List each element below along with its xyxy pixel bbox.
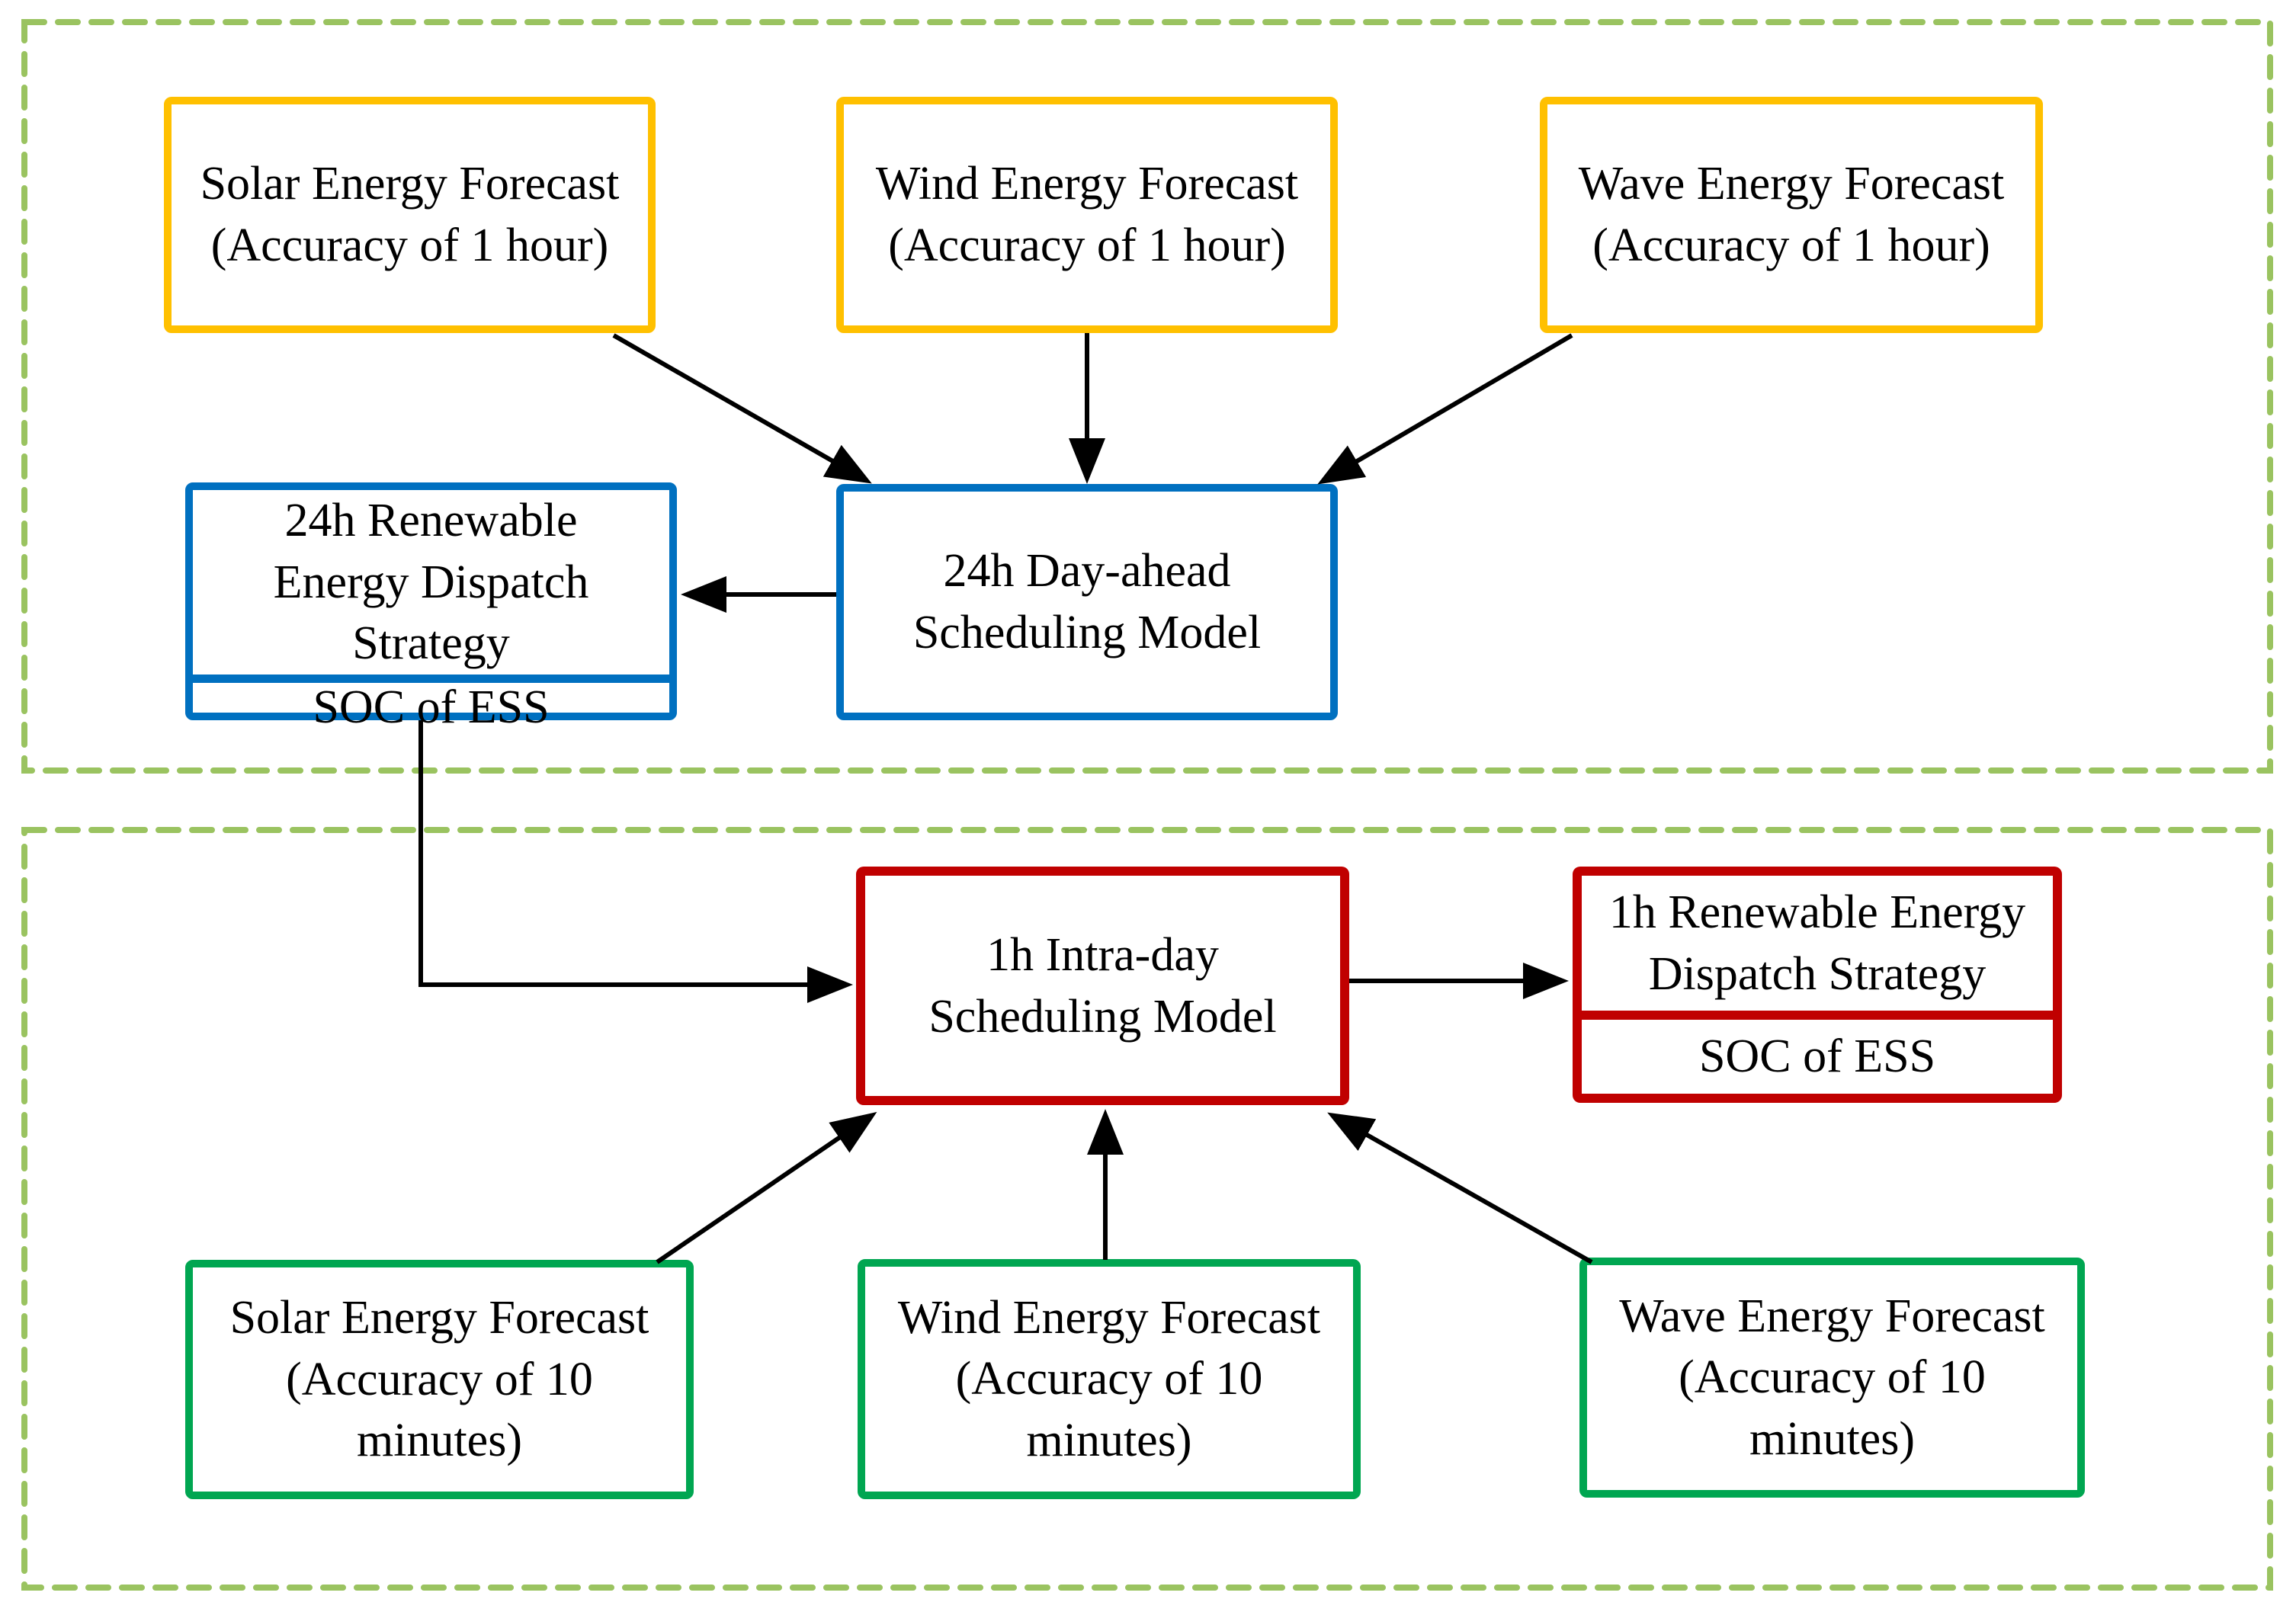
box-label-line: minutes) [1749,1412,1915,1465]
dispatch-strategy-1h-box: 1h Renewable Energy Dispatch Strategy SO… [1573,867,2062,1103]
box-label-line: minutes) [357,1415,522,1467]
wave-energy-forecast-1h-box: Wave Energy Forecast (Accuracy of 1 hour… [1540,97,2043,333]
box-label-line: SOC of ESS [1698,1030,1936,1082]
box-label-line: Wind Energy Forecast [897,1291,1321,1344]
soc-of-ess-band: SOC of ESS [1582,1020,2053,1094]
solar-energy-forecast-1h-box: Solar Energy Forecast (Accuracy of 1 hou… [164,97,656,333]
intra-day-scheduling-model-box: 1h Intra-day Scheduling Model [856,867,1349,1105]
arrow-solar1h-to-dayahead [612,333,872,484]
solar-energy-forecast-10min-box: Solar Energy Forecast (Accuracy of 10 mi… [185,1260,694,1499]
box-label-line: (Accuracy of 1 hour) [1592,219,1990,271]
arrow-solar10m-to-intraday [656,1111,877,1264]
box-label-line: SOC of ESS [313,681,550,733]
box-label-line: 1h Intra-day [986,928,1219,981]
soc-of-ess-band: SOC of ESS [193,681,669,733]
box-label-line: 24h Day-ahead [943,545,1231,598]
box-label-line: Solar Energy Forecast [200,158,620,210]
box-label-line: Scheduling Model [912,607,1262,658]
box-label-line: Energy Dispatch [273,556,589,608]
day-ahead-scheduling-model-box: 24h Day-ahead Scheduling Model [836,484,1338,720]
box-label-line: 24h Renewable [284,495,578,546]
box-label-line: minutes) [1026,1414,1192,1466]
box-label-line: (Accuracy of 1 hour) [210,219,609,271]
box-label-line: (Accuracy of 10 [1679,1351,1986,1404]
box-label-line: Strategy [352,617,510,670]
dispatch-strategy-24h-box: 24h Renewable Energy Dispatch Strategy S… [185,482,677,732]
arrow-soc-to-intraday [418,720,853,1003]
arrow-wave1h-to-dayahead [1317,333,1573,485]
arrow-wave10m-to-intraday [1327,1112,1593,1264]
box-label-line: Solar Energy Forecast [229,1292,649,1344]
box-label-line: Wind Energy Forecast [875,158,1299,210]
box-label-line: (Accuracy of 10 [955,1353,1263,1405]
dispatch-strategy-1h-main: 1h Renewable Energy Dispatch Strategy [1582,876,2053,1020]
wave-energy-forecast-10min-box: Wave Energy Forecast (Accuracy of 10 min… [1579,1258,2085,1498]
box-label-line: Scheduling Model [928,990,1277,1043]
box-label-line: Wave Energy Forecast [1619,1290,2045,1342]
dispatch-strategy-24h-main: 24h Renewable Energy Dispatch Strategy [193,490,669,683]
wind-energy-forecast-10min-box: Wind Energy Forecast (Accuracy of 10 min… [858,1259,1361,1499]
box-label-line: 1h Renewable Energy [1608,886,2026,938]
box-label-line: (Accuracy of 10 [286,1353,593,1405]
wind-energy-forecast-1h-box: Wind Energy Forecast (Accuracy of 1 hour… [836,97,1338,333]
box-label-line: Dispatch Strategy [1648,947,1987,1000]
box-label-line: (Accuracy of 1 hour) [888,219,1286,271]
box-label-line: Wave Energy Forecast [1578,158,2005,210]
